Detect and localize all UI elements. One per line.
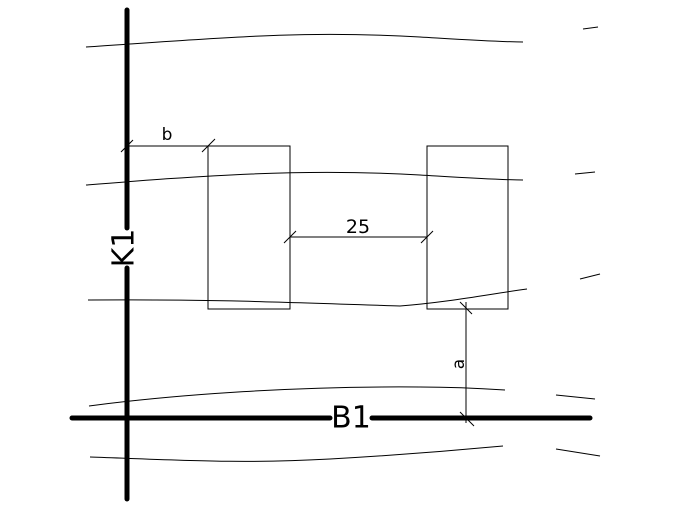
dimension-a-label: a: [449, 359, 469, 369]
dimension-spacing-tick-left: [283, 230, 297, 244]
dimension-spacing-label: 25: [346, 216, 370, 238]
contour-line-4: [88, 386, 506, 407]
rectangle-right: [426, 145, 509, 310]
contour-line-3-tail: [579, 273, 601, 280]
dimension-b-tick-left: [120, 139, 134, 153]
contour-lines: [85, 26, 601, 462]
contour-line-4-tail: [555, 394, 596, 400]
axes: [69, 7, 593, 502]
contour-line-3: [87, 288, 528, 307]
dimension-spacing: 25: [283, 216, 434, 244]
dimension-a-tick-bottom: [459, 411, 475, 427]
dimension-a-tick-top: [459, 301, 473, 315]
contour-line-2-tail: [574, 171, 596, 175]
rectangle-left: [207, 145, 291, 310]
axis-k1-label: K1: [107, 229, 142, 268]
contour-line-5-tail: [555, 448, 601, 457]
contour-line-1: [85, 33, 524, 48]
axis-b1-label: B1: [331, 401, 371, 436]
dimension-spacing-tick-right: [420, 230, 434, 244]
contour-line-1-tail: [582, 26, 599, 30]
contour-line-2: [85, 171, 524, 186]
contour-line-5: [89, 445, 504, 462]
dimension-b-label: b: [162, 125, 173, 145]
dimension-b-tick-right: [201, 138, 216, 153]
dimension-b: b: [120, 125, 216, 153]
dimension-a: a: [449, 301, 475, 427]
